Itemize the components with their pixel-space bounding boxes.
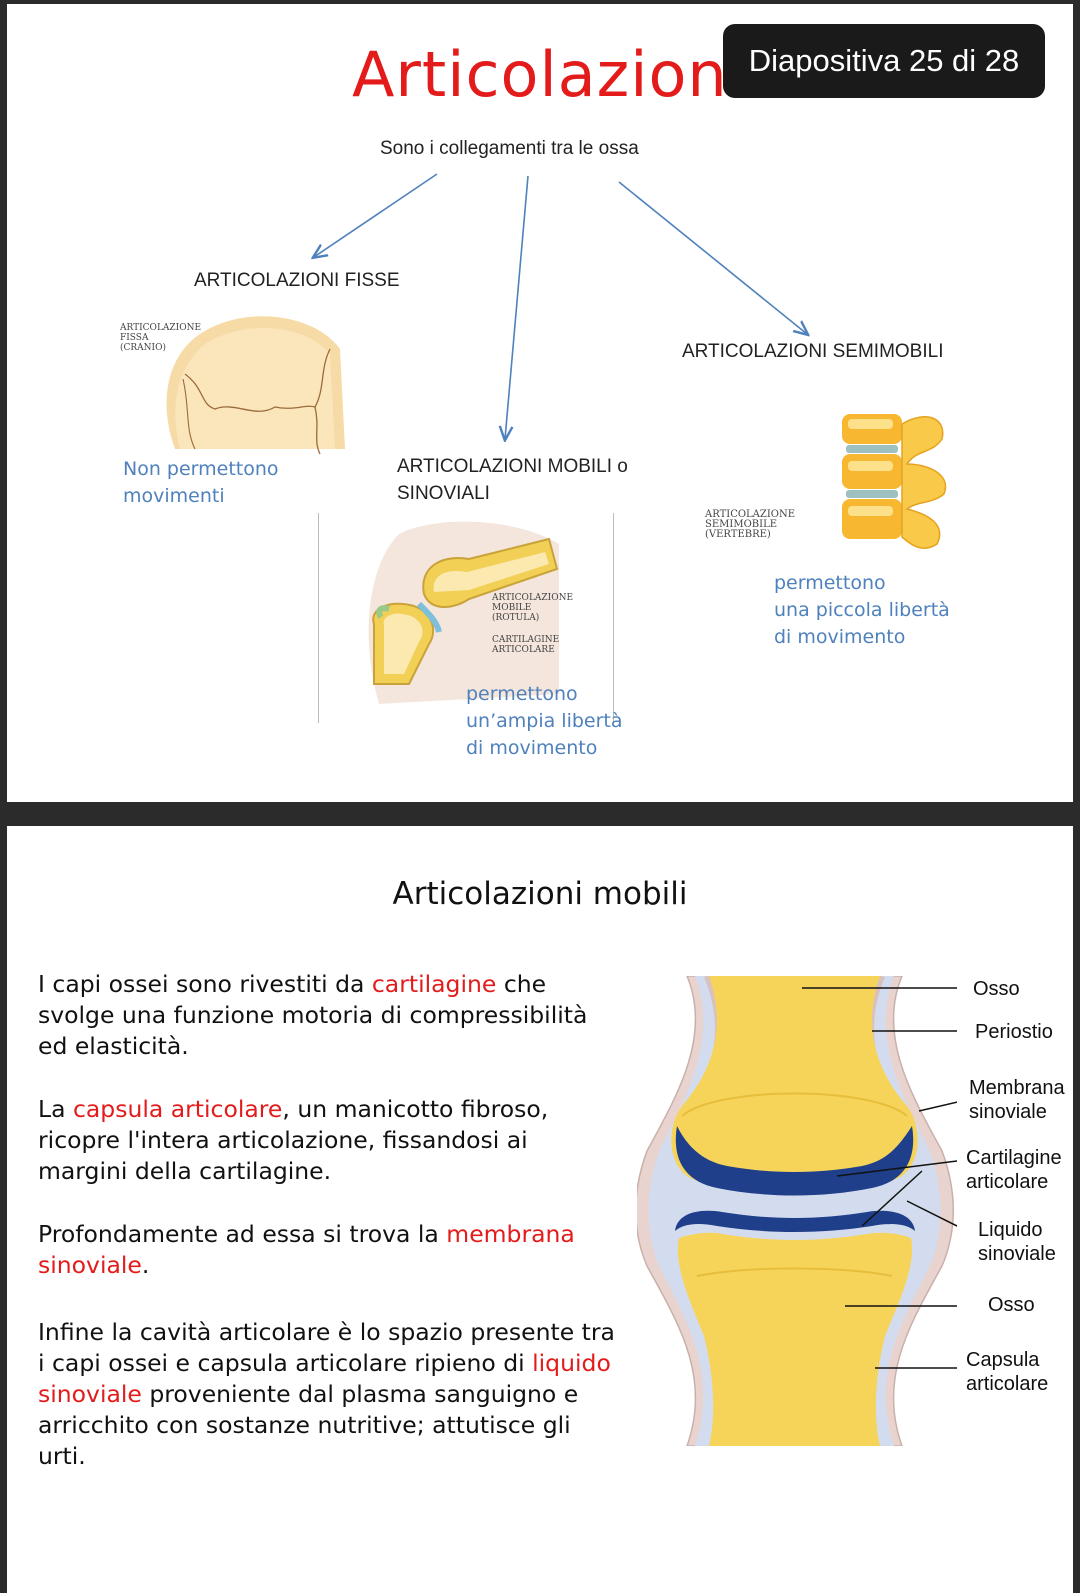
- slide-2: Articolazioni mobili I capi ossei sono r…: [7, 826, 1073, 1593]
- arrow-to-fisse: [314, 173, 438, 257]
- slide-1: Articolazion Diapositiva 25 di 28 Sono i…: [7, 4, 1073, 802]
- arrow-to-semimobili: [618, 181, 807, 334]
- arrow-to-mobili: [505, 175, 529, 439]
- mobili-image-label-1: ARTICOLAZIONE MOBILE (ROTULA): [492, 593, 574, 623]
- slide-counter-badge: Diapositiva 25 di 28: [723, 24, 1045, 98]
- heading-mobili: ARTICOLAZIONI MOBILI o SINOVIALI: [397, 456, 628, 504]
- hierarchy-arrows: [7, 173, 1073, 802]
- fisse-description: Non permettono movimenti: [123, 458, 279, 507]
- paragraph-membrana: Profondamente ad essa si trova la membra…: [38, 1220, 575, 1279]
- synovial-joint-diagram: [637, 976, 957, 1446]
- paragraph-liquido: Infine la cavità articolare è lo spazio …: [38, 1318, 615, 1470]
- label-periostio: Periostio: [975, 1021, 1053, 1043]
- heading-fisse: ARTICOLAZIONI FISSE: [194, 270, 400, 291]
- paragraph-capsula: La capsula articolare, un manicotto fibr…: [38, 1095, 549, 1185]
- mobili-image-frame: [318, 513, 614, 723]
- label-membrana-sinoviale: Membrana sinoviale: [969, 1077, 1065, 1123]
- label-capsula-articolare: Capsula articolare: [966, 1349, 1049, 1395]
- leader-cartilagine-2: [861, 1170, 923, 1227]
- knee-joint-illustration: [368, 521, 559, 704]
- label-cartilagine-articolare: Cartilagine articolare: [966, 1147, 1062, 1193]
- slide-1-title: Articolazion: [352, 38, 728, 111]
- mobili-description: permettono un’ampia libertà di movimento: [466, 683, 623, 759]
- paragraph-cartilagine: I capi ossei sono rivestiti da cartilagi…: [38, 970, 588, 1060]
- label-liquido-sinoviale: Liquido sinoviale: [978, 1219, 1056, 1265]
- slide-2-title: Articolazioni mobili: [392, 876, 688, 912]
- subtitle: Sono i collegamenti tra le ossa: [380, 138, 639, 159]
- label-osso-2: Osso: [988, 1294, 1035, 1316]
- skull-illustration: [166, 316, 345, 455]
- fisse-image-label: ARTICOLAZIONE FISSA (CRANIO): [120, 323, 202, 353]
- mobili-image-label-2: CARTILAGINE ARTICOLARE: [492, 635, 560, 655]
- semimobili-image-label: ARTICOLAZIONE SEMIMOBILE (VERTEBRE): [705, 509, 796, 540]
- label-osso-1: Osso: [973, 978, 1020, 1000]
- semimobili-description: permettono una piccola libertà di movime…: [774, 572, 950, 648]
- vertebrae-illustration: [842, 414, 947, 549]
- leader-cartilagine-1: [836, 1160, 957, 1177]
- leader-membrana: [918, 1101, 957, 1112]
- leader-liquido: [906, 1200, 957, 1227]
- heading-semimobili: ARTICOLAZIONI SEMIMOBILI: [682, 341, 944, 362]
